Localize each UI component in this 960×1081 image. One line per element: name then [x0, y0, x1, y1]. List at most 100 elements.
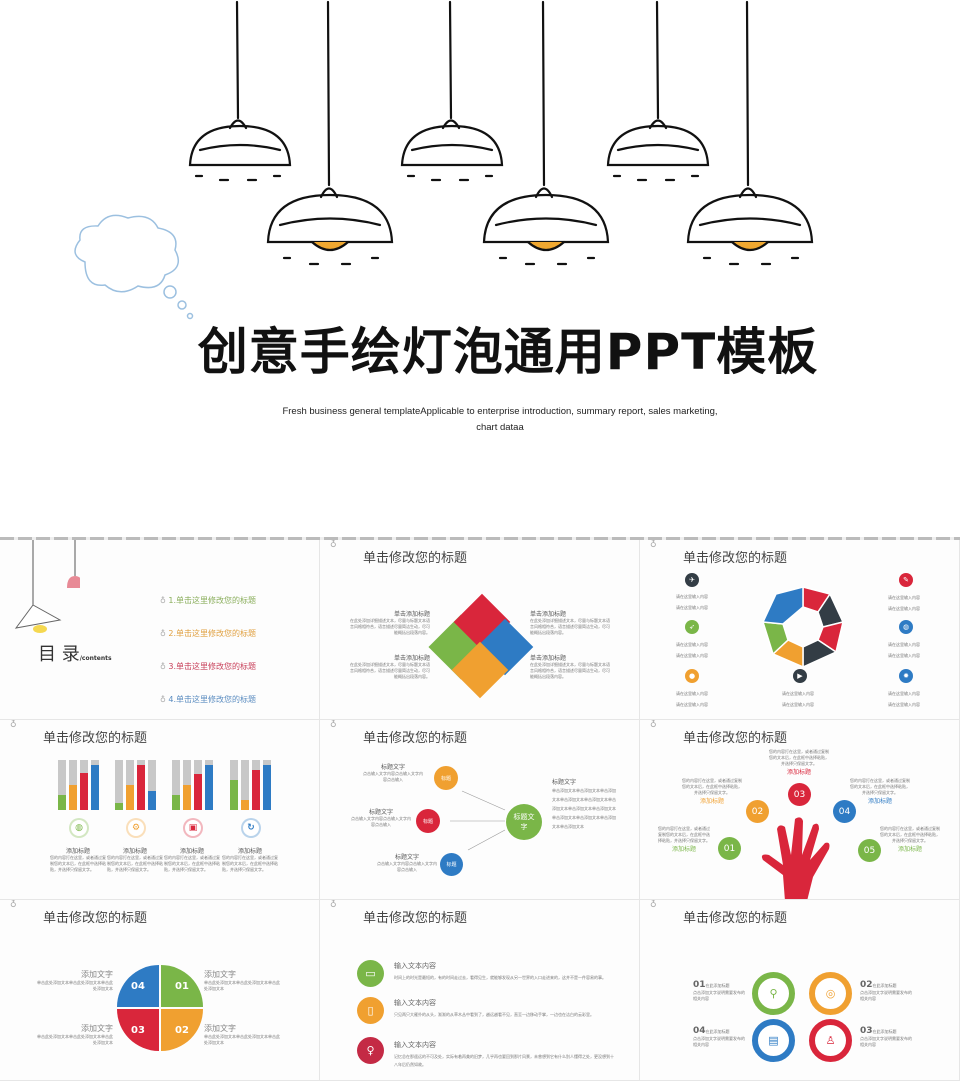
block-heading: 单击添加标题 [530, 655, 567, 662]
refresh-icon: ↻ [241, 818, 261, 838]
lamp-with-bulb-icon [482, 0, 610, 266]
block-body: 单击添加文本单击添加文本单击添加文本单击添加文本单击添加文本单击添加文本单击添加… [552, 788, 616, 829]
slide-title: 单击修改您的标题 [363, 911, 468, 926]
slide-thumbnail-list[interactable]: ♁ 单击修改您的标题 ▭ ▯ ♀ 输入文本内容时间上的时光是最短的，有的时间走过… [320, 900, 640, 1081]
lamp-icon [188, 0, 292, 182]
text-block: 02在此添加标题点击添加文字说明需要发布的相关内容 [860, 980, 912, 1002]
block-body: 点击输入文字内容点击输入文字内容点击输入 [377, 861, 437, 872]
toc-heading-en: /contents [79, 655, 112, 662]
block-heading: 添加文字 [204, 970, 236, 979]
slide-title: 单击修改您的标题 [363, 551, 468, 566]
slide-thumbnail-hand[interactable]: ♁ 单击修改您的标题 01 02 03 04 05 您的内容打在这里，或者通过复… [640, 720, 960, 900]
item-line: 请在这里输入内容 [888, 595, 920, 600]
item-heading: 输入文本内容 [394, 1041, 436, 1049]
slide-thumbnail-cycle[interactable]: ♁ 单击修改您的标题 ✈ ➶ ● ▶ ✎ ◍ ✹ 请在这里输入内容请在这里输入内… [640, 540, 960, 720]
block-heading: 标题文字 [368, 809, 393, 816]
hanging-lamps-illustration [74, 0, 814, 320]
slide-thumbnail-pie[interactable]: ♁ 单击修改您的标题 04 01 03 02 添加文字单击此处添加文本单击此处添… [0, 900, 320, 1081]
toc-item-label: 2.单击这里修改您的标题 [168, 629, 257, 638]
lamp-icon [400, 0, 504, 182]
slide-thumbnail-puzzle[interactable]: ♁ 单击修改您的标题 单击添加标题在此处添加详细描述文本，尽量与标题文本语言风格… [320, 540, 640, 720]
text-block: 添加标题您的内容打在这里，或者通过复制您的文本后，在此框中选择粘贴，并选择只保留… [164, 846, 220, 873]
item-heading: 在此添加标题 [872, 983, 897, 988]
bar-fill [230, 780, 238, 810]
connector-arrows [450, 790, 506, 851]
bar [263, 760, 271, 810]
item-line: 请在这里输入内容 [676, 702, 708, 707]
item-text: 请在这里输入内容请在这里输入内容 [888, 592, 920, 614]
text-block: 您的内容打在这里，或者通过复制您的文本后，在此框中选择粘贴，并选择只保留文字。添… [768, 749, 830, 776]
toc-item[interactable]: ♁ 4.单击这里修改您的标题 [160, 683, 256, 716]
block-body: 您的内容打在这里，或者通过复制您的文本后，在此框中选择粘贴，并选择只保留文字。 [682, 778, 742, 795]
text-block: 单击添加标题在此处添加详细描述文本，尽量与标题文本语言风格相符合，语言描述尽量简… [350, 609, 430, 636]
lamp-with-bulb-icon [266, 0, 394, 266]
item-line: 请在这里输入内容 [888, 702, 920, 707]
block-body: 点击输入文字内容点击输入文字内容点击输入 [351, 816, 411, 827]
block-body: 单击此处添加文本单击此处添加文本单击此处添加文本 [37, 980, 113, 991]
block-body: 您的内容打在这里，或者通过复制您的文本后，在此框中选择粘贴，并选择只保留文字。 [50, 855, 106, 872]
block-body: 点击输入文字内容点击输入文字内容点击输入 [363, 771, 423, 782]
block-body: 在此处添加详细描述文本，尽量与标题文本语言风格相符合，语言描述尽量简洁生动，尽可… [350, 662, 430, 679]
bar-fill [137, 765, 145, 810]
block-heading: 单击添加标题 [530, 611, 567, 618]
text-block: 添加标题您的内容打在这里，或者通过复制您的文本后，在此框中选择粘贴，并选择只保留… [222, 846, 278, 873]
block-body: 您的内容打在这里，或者通过复制您的文本后，在此框中选择粘贴，并选择只保留文字。 [850, 778, 910, 795]
bar-fill [69, 785, 77, 810]
bar [115, 760, 123, 810]
block-body: 在此处添加详细描述文本，尽量与标题文本语言风格相符合，语言描述尽量简洁生动，尽可… [530, 618, 610, 635]
block-body: 单击此处添加文本单击此处添加文本单击此处添加文本 [204, 980, 280, 991]
list-item: 输入文本内容只见两只大雁扑的从头，渐渐的从草木丛中看到了，越远越看不见，直至一边… [394, 998, 614, 1019]
bar [172, 760, 180, 810]
mini-lamp-icon: ♁ [330, 900, 337, 910]
bar-fill [194, 774, 202, 810]
bar-fill [91, 765, 99, 810]
text-block: 标题文字点击输入文字内容点击输入文字内容点击输入 [350, 807, 412, 828]
slide-thumbnail-rings[interactable]: ♁ 单击修改您的标题 ⚲ ◎ ▤ ♙ 01在此添加标题点击添加文字说明需要发布的… [640, 900, 960, 1081]
bar-fill [80, 772, 88, 810]
item-number: 04 [693, 1026, 706, 1036]
item-number: 03 [860, 1026, 873, 1036]
slide-title: 单击修改您的标题 [683, 731, 788, 746]
text-block: 您的内容打在这里，或者通过复制您的文本后，在此框中选择粘贴，并选择只保留文字。添… [850, 778, 910, 805]
mini-lamp-icon: ♁ [650, 900, 657, 910]
bar [91, 760, 99, 810]
text-block: 您的内容打在这里，或者通过复制您的文本后，在此框中选择粘贴，并选择只保留文字。添… [880, 826, 940, 853]
item-text: 请在这里输入内容请在这里输入内容 [676, 639, 708, 661]
toc-item[interactable]: ♁ 1.单击这里修改您的标题 [160, 584, 256, 617]
item-heading: 输入文本内容 [394, 999, 436, 1007]
divider [0, 537, 960, 540]
bubble-center: 标题文字 [506, 804, 542, 840]
block-heading: 单击添加标题 [393, 655, 430, 662]
bar-fill [205, 765, 213, 810]
block-body: 您的内容打在这里，或者通过复制您的文本后，在此框中选择粘贴，并选择只保留文字。 [164, 855, 220, 872]
slide-thumbnail-bars[interactable]: ♁ 单击修改您的标题 ◍添加标题您的内容打在这里，或者通过复制您的文本后，在此框… [0, 720, 320, 900]
text-block: 添加文字单击此处添加文本单击此处添加文本单击此处添加文本 [204, 969, 282, 992]
bar-fill [115, 802, 123, 810]
toc-item[interactable]: ♁ 2.单击这里修改您的标题 [160, 617, 256, 650]
item-body: 记忆总在那遥远的不可及处，实际有着再美的旧梦，几乎再也要回到那片风景，未曾想到它… [394, 1054, 614, 1067]
mini-lamp-icon: ♁ [160, 662, 169, 671]
item-text: 请在这里输入内容请在这里输入内容 [782, 688, 814, 710]
rocket-icon: ➶ [685, 620, 699, 634]
bar-fill [252, 770, 260, 810]
mini-lamp-icon: ♁ [650, 540, 657, 550]
bar [241, 760, 249, 810]
item-line: 请在这里输入内容 [676, 594, 708, 599]
slide-title: 单击修改您的标题 [683, 911, 788, 926]
phone-icon: ▯ [357, 997, 384, 1024]
mini-lamp-icon: ♁ [330, 720, 337, 730]
thought-cloud-icon [74, 214, 194, 320]
item-number: 01 [693, 980, 706, 990]
slide-title: 单击修改您的标题 [363, 731, 468, 746]
block-body: 您的内容打在这里，或者通过复制您的文本后，在此框中选择粘贴，并选择只保留文字。 [107, 855, 163, 872]
toc-heading: 目 录/contents [38, 640, 112, 666]
text-block: 添加标题您的内容打在这里，或者通过复制您的文本后，在此框中选择粘贴，并选择只保留… [50, 846, 106, 873]
block-heading: 添加标题 [671, 846, 696, 853]
slide-thumbnail-bubbles[interactable]: ♁ 单击修改您的标题 标题 标题 标题 标题文字 标题文字点击输入文字内容点击输… [320, 720, 640, 900]
block-heading: 单击添加标题 [393, 611, 430, 618]
slide-thumbnail-toc[interactable]: 目 录/contents ♁ 1.单击这里修改您的标题 ♁ 2.单击这里修改您的… [0, 540, 320, 720]
toc-item[interactable]: ♁ 3.单击这里修改您的标题 [160, 650, 256, 683]
bubble-blue: 标题 [440, 853, 463, 876]
text-block: 01在此添加标题点击添加文字说明需要发布的相关内容 [693, 980, 745, 1002]
block-heading: 标题文字 [394, 854, 419, 861]
